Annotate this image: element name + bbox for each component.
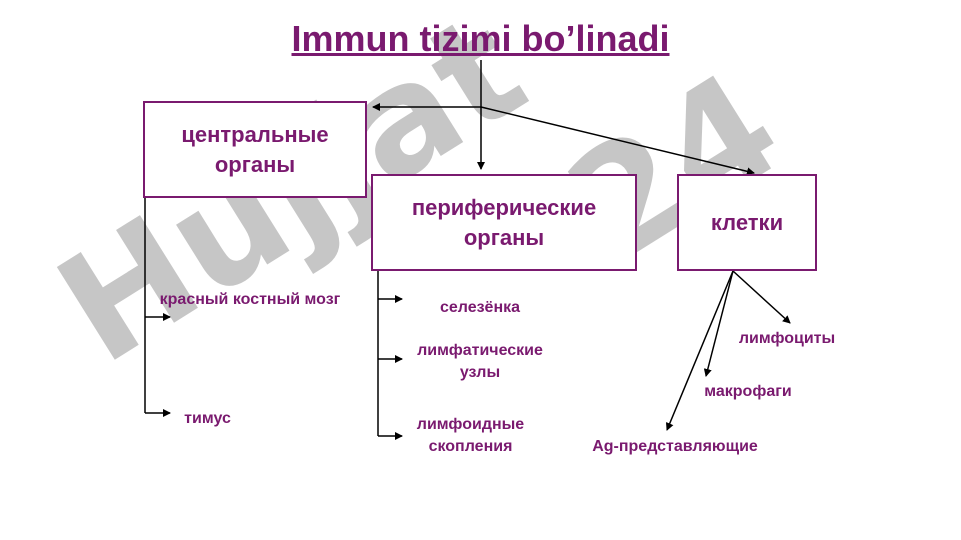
spleen-label: селезёнка bbox=[439, 299, 521, 316]
ag-presenting-label: Ag-представляющие bbox=[592, 438, 758, 455]
thymus-label: тимус bbox=[184, 410, 231, 427]
lymph-nodes-label: лимфатические узлы bbox=[417, 342, 543, 381]
macrophages-label: макрофаги bbox=[704, 383, 792, 400]
bone-marrow-label: красный костный мозг bbox=[159, 291, 341, 308]
cells-label: клетки bbox=[710, 209, 784, 235]
arrow-to-lymphocytes bbox=[732, 270, 791, 324]
arrow-to-ag-presenting bbox=[665, 270, 734, 431]
peripheral-organs-box: периферические органы bbox=[371, 174, 637, 271]
page-title: Immun tizimi bo’linadi bbox=[291, 18, 670, 59]
central-organs-box: центральные органы bbox=[143, 101, 367, 198]
central-organs-label: центральные органы bbox=[181, 121, 329, 177]
lymphoid-clusters-label: лимфоидные скопления bbox=[416, 416, 525, 455]
lymphocytes-label: лимфоциты bbox=[738, 330, 836, 347]
arrow-to-macrophages bbox=[703, 270, 734, 377]
peripheral-organs-label: периферические органы bbox=[411, 194, 597, 250]
arrow-to-cells bbox=[480, 106, 755, 176]
cells-box: клетки bbox=[677, 174, 817, 271]
